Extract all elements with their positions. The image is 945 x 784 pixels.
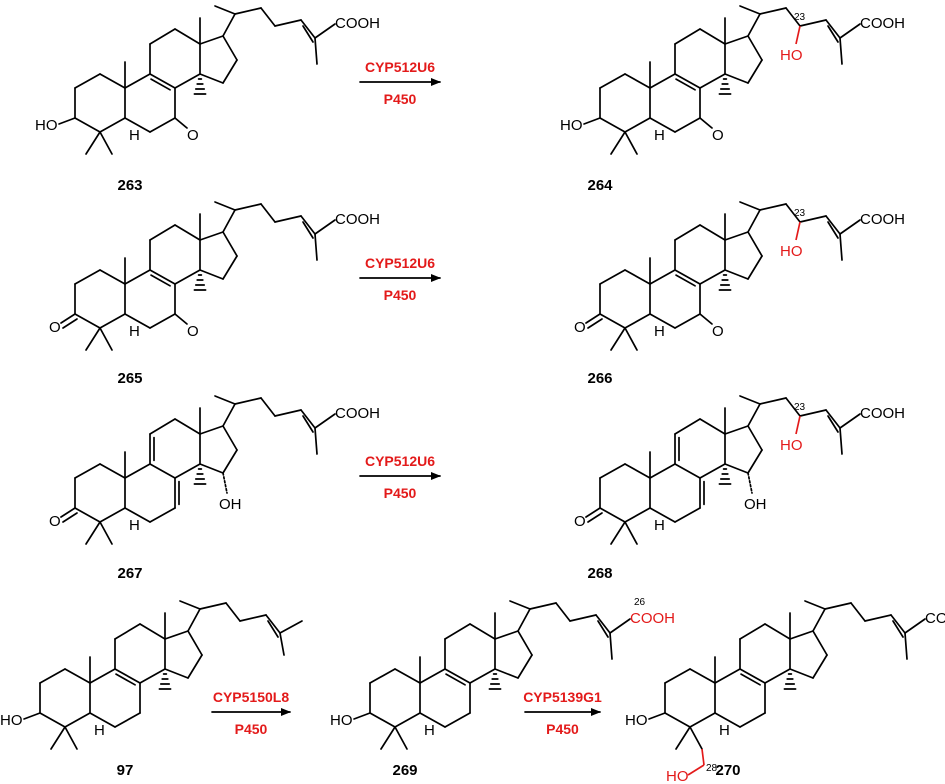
cofactor-label: P450: [546, 721, 579, 737]
cofactor-label: P450: [384, 91, 417, 107]
compound-label-270: 270: [715, 762, 740, 779]
hydroxyl-15-label: OH: [744, 496, 767, 513]
cooh-label: COOH: [335, 15, 380, 32]
compound-label-268: 268: [587, 565, 612, 582]
compound-label-266: 266: [587, 370, 612, 387]
cooh-label: COOH: [335, 211, 380, 228]
cooh-label: COOH: [630, 610, 675, 627]
enzyme-label: CYP5150L8: [213, 689, 289, 705]
locant-23: 23: [794, 402, 806, 413]
h-5-label: H: [654, 517, 665, 534]
cooh-label: COOH: [860, 15, 905, 32]
cofactor-label: P450: [235, 721, 268, 737]
compound-265: H O O COOH: [49, 201, 380, 351]
h-5-label: H: [654, 323, 665, 340]
h-5-label: H: [94, 722, 105, 739]
compound-label-269: 269: [392, 762, 417, 779]
locant-23: 23: [794, 208, 806, 219]
hydroxyl-3-label: HO: [625, 712, 648, 729]
keto-7-label: O: [712, 323, 724, 340]
compound-263: H HO O COOH: [35, 5, 380, 155]
enzyme-label: CYP512U6: [365, 255, 435, 271]
compound-267: H O OH COOH: [49, 395, 380, 545]
hydroxyl-23-label: HO: [780, 47, 803, 64]
keto-3-label: O: [49, 319, 61, 336]
hydroxyl-3-label: HO: [0, 712, 23, 729]
hydroxyl-3-label: HO: [330, 712, 353, 729]
keto-3-label: O: [574, 513, 586, 530]
h-5-label: H: [129, 323, 140, 340]
locant-28: 28: [706, 763, 718, 774]
keto-7-label: O: [187, 323, 199, 340]
compound-label-263: 263: [117, 177, 142, 194]
compound-label-265: 265: [117, 370, 142, 387]
cooh-label: COOH: [860, 211, 905, 228]
hydroxyl-3-label: HO: [560, 117, 583, 134]
locant-23: 23: [794, 12, 806, 23]
hydroxyl-3-label: HO: [35, 117, 58, 134]
h-5-label: H: [129, 127, 140, 144]
hydroxyl-15-label: OH: [219, 496, 242, 513]
compound-270: H HO HO 28 COOH: [625, 600, 945, 784]
cooh-label: COOH: [860, 405, 905, 422]
cofactor-label: P450: [384, 287, 417, 303]
compound-97: H HO: [0, 600, 303, 750]
enzyme-label: CYP512U6: [365, 453, 435, 469]
locant-26: 26: [634, 597, 646, 608]
keto-7-label: O: [712, 127, 724, 144]
hydroxymethyl-label: HO: [666, 768, 689, 784]
keto-3-label: O: [49, 513, 61, 530]
h-5-label: H: [424, 722, 435, 739]
h-5-label: H: [129, 517, 140, 534]
cooh-label: COOH: [335, 405, 380, 422]
keto-7-label: O: [187, 127, 199, 144]
enzyme-label: CYP5139G1: [523, 689, 602, 705]
hydroxyl-23-label: HO: [780, 437, 803, 454]
compound-label-267: 267: [117, 565, 142, 582]
enzyme-label: CYP512U6: [365, 59, 435, 75]
compound-269: H HO COOH 26: [330, 597, 675, 750]
cooh-label: COOH: [925, 610, 945, 627]
keto-3-label: O: [574, 319, 586, 336]
compound-label-264: 264: [587, 177, 613, 194]
hydroxyl-23-label: HO: [780, 243, 803, 260]
h-5-label: H: [719, 722, 730, 739]
compound-264: H HO O HO 23 COOH: [560, 5, 905, 155]
compound-label-97: 97: [117, 762, 134, 779]
cofactor-label: P450: [384, 485, 417, 501]
h-5-label: H: [654, 127, 665, 144]
